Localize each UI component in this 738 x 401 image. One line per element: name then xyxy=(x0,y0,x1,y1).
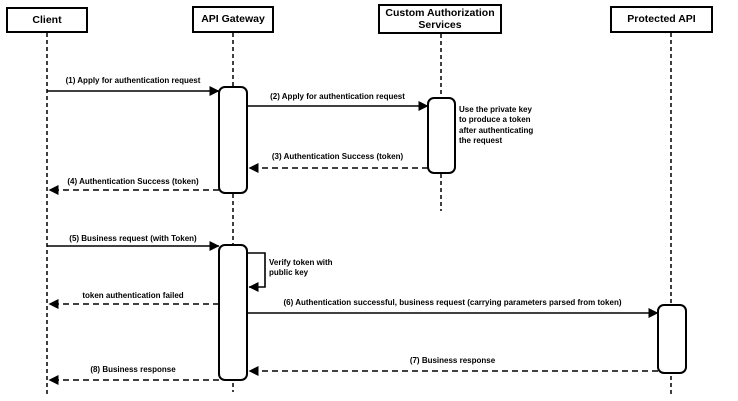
self-message-label: Verify token with public key xyxy=(269,258,333,277)
message-2-label: (2) Apply for authentication request xyxy=(270,92,405,101)
activation-api-gateway-1 xyxy=(218,86,248,194)
message-1-label: (1) Apply for authentication request xyxy=(65,76,201,85)
message-fail-label: token authentication failed xyxy=(82,291,184,300)
message-4-label: (4) Authentication Success (token) xyxy=(67,177,199,186)
arrow-self-message xyxy=(247,252,266,292)
message-8-label: (8) Business response xyxy=(90,365,176,374)
actor-api-gateway: API Gateway xyxy=(192,6,274,33)
actor-client: Client xyxy=(6,7,88,33)
message-7-label: (7) Business response xyxy=(409,356,496,365)
message-6-label: (6) Authentication successful, business … xyxy=(283,298,622,307)
actor-custom-auth: Custom Authorization Services xyxy=(378,4,502,34)
message-3-label: (3) Authentication Success (token) xyxy=(271,152,404,161)
activation-api-gateway-2 xyxy=(218,244,248,381)
actor-protected-api: Protected API xyxy=(610,6,713,33)
activation-protected-api xyxy=(657,304,687,374)
activation-custom-auth xyxy=(427,97,456,174)
message-5-label: (5) Business request (with Token) xyxy=(69,234,197,243)
private-key-note: Use the private key to produce a token a… xyxy=(459,105,534,146)
